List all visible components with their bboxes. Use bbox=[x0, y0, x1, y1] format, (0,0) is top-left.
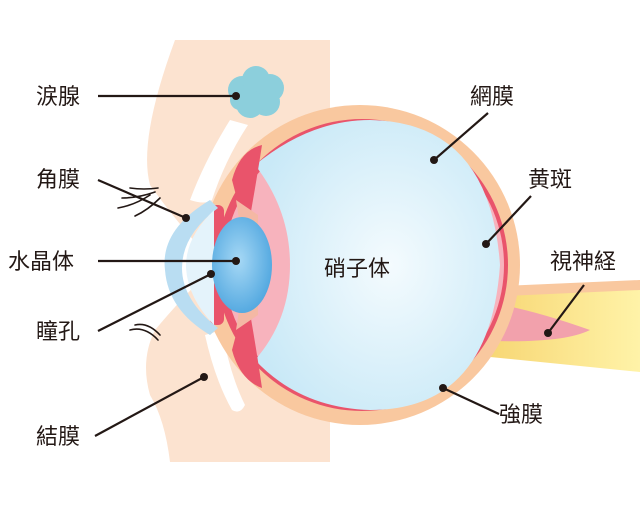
label-cornea: 角膜 bbox=[36, 168, 80, 193]
ciliary-upper bbox=[232, 145, 262, 228]
label-sclera: 強膜 bbox=[499, 403, 543, 428]
macula-leader bbox=[485, 195, 532, 245]
eyelash-icon bbox=[117, 187, 161, 341]
label-vitreous-body: 硝子体 bbox=[324, 257, 390, 282]
conjunctiva-leader bbox=[94, 376, 205, 437]
cornea-leader bbox=[97, 178, 187, 220]
retina-dot bbox=[430, 156, 438, 164]
macula-dot bbox=[482, 240, 490, 248]
crystalline-lens bbox=[212, 217, 272, 313]
cornea-dot bbox=[182, 214, 190, 222]
optic-nerve-sheath-edge bbox=[480, 280, 640, 297]
ciliary-lower bbox=[232, 302, 262, 388]
cornea-anterior-chamber bbox=[185, 210, 214, 325]
lower-conjunctiva-fold bbox=[205, 330, 245, 412]
lens-dot bbox=[232, 257, 240, 265]
optic-nerve-leader bbox=[547, 284, 585, 334]
sclera-dot bbox=[439, 384, 447, 392]
label-conjunctiva: 結膜 bbox=[36, 425, 80, 450]
optic-nerve-dot bbox=[544, 329, 552, 337]
lacrimal-gland bbox=[228, 66, 284, 118]
pupil-dot bbox=[207, 270, 215, 278]
vitreous-body bbox=[255, 120, 500, 410]
label-lacrimal-gland: 涙腺 bbox=[36, 85, 80, 110]
label-lens: 水晶体 bbox=[8, 250, 74, 275]
upper-conjunctiva-fold bbox=[190, 120, 248, 203]
conjunctiva-dot bbox=[200, 373, 208, 381]
label-optic-nerve: 視神経 bbox=[550, 250, 616, 275]
lacrimal-gland-dot bbox=[232, 92, 240, 100]
sclera-leader bbox=[442, 387, 500, 415]
label-pupil: 瞳孔 bbox=[36, 320, 80, 345]
cornea bbox=[164, 200, 218, 335]
retina-leader bbox=[433, 112, 489, 161]
label-macula: 黄斑 bbox=[528, 168, 572, 193]
label-retina: 網膜 bbox=[470, 85, 514, 110]
pupil-leader bbox=[97, 273, 212, 332]
